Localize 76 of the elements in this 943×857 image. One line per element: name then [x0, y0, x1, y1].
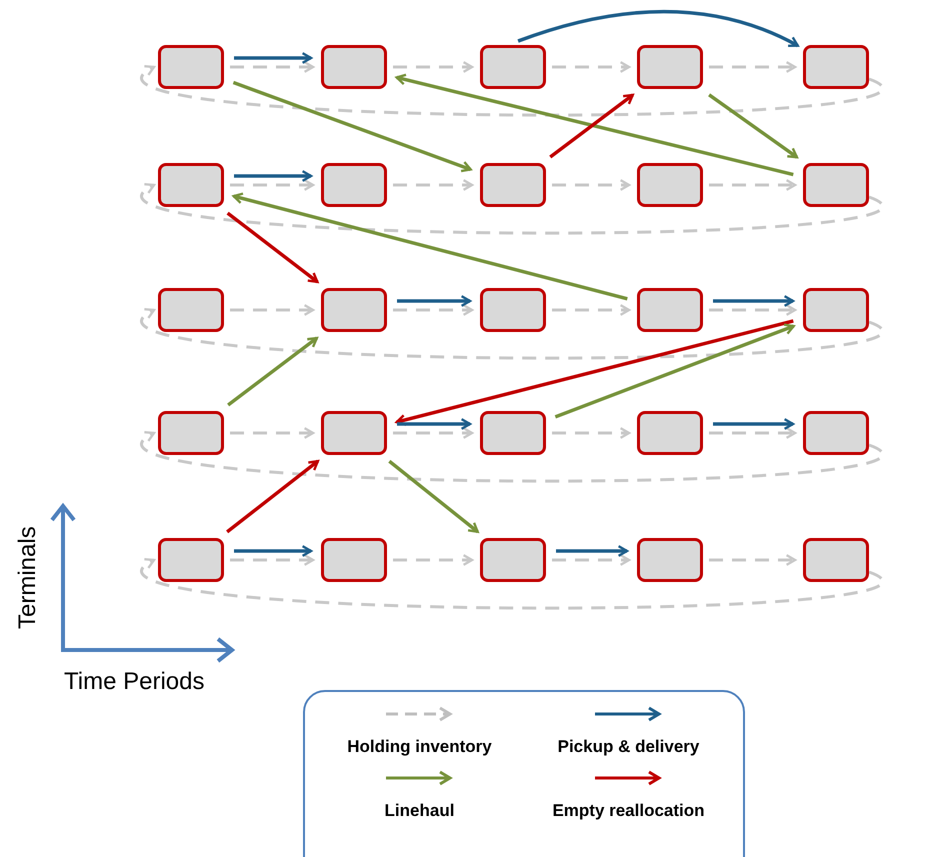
- arrow: [234, 170, 312, 182]
- node-box: [803, 288, 869, 332]
- node-box: [480, 45, 546, 89]
- arrow: [397, 295, 472, 307]
- node-box: [480, 538, 546, 582]
- node-box: [158, 45, 224, 89]
- node-box: [480, 288, 546, 332]
- arrow: [232, 192, 628, 301]
- dashed-arrow: [230, 427, 314, 439]
- node-box: [637, 163, 703, 207]
- dashed-loop-arrow: [142, 184, 882, 234]
- arrow: [554, 323, 795, 419]
- node-box: [158, 288, 224, 332]
- axis-label: Time Periods: [64, 670, 204, 694]
- legend-label: Holding inventory: [347, 736, 492, 758]
- arrow: [396, 319, 794, 426]
- node-box: [803, 411, 869, 455]
- dashed-arrow: [709, 427, 796, 439]
- node-box: [321, 45, 387, 89]
- dashed-arrow: [552, 61, 630, 73]
- node-box: [321, 163, 387, 207]
- legend-label: Empty reallocation: [552, 800, 705, 822]
- node-box: [480, 411, 546, 455]
- arrow: [549, 94, 634, 158]
- arrow: [226, 212, 319, 284]
- dashed-loop-arrow: [142, 66, 882, 116]
- node-box: [637, 411, 703, 455]
- node-box: [321, 411, 387, 455]
- dashed-arrow: [230, 61, 314, 73]
- arrow: [388, 460, 479, 534]
- arrow: [396, 74, 794, 176]
- legend-label: Pickup & delivery: [558, 736, 700, 758]
- dashed-arrow: [552, 179, 630, 191]
- node-box: [803, 45, 869, 89]
- arrow: [226, 460, 320, 534]
- node-box: [637, 288, 703, 332]
- node-box: [803, 163, 869, 207]
- dashed-arrow: [709, 179, 796, 191]
- dashed-arrow: [709, 61, 796, 73]
- arrow: [234, 52, 312, 64]
- dashed-loop-arrow: [142, 308, 882, 360]
- legend-label: Linehaul: [384, 800, 454, 822]
- arrow: [227, 336, 318, 406]
- node-box: [321, 538, 387, 582]
- dashed-arrow: [552, 554, 630, 566]
- dashed-arrow: [230, 554, 314, 566]
- dashed-arrow: [552, 427, 630, 439]
- arrow: [518, 10, 799, 48]
- dashed-arrow: [393, 304, 474, 316]
- arrow: [232, 80, 472, 172]
- node-box: [637, 538, 703, 582]
- arrow: [713, 418, 794, 430]
- dashed-arrow: [709, 554, 796, 566]
- node-box: [321, 288, 387, 332]
- dashed-arrow: [709, 304, 796, 316]
- node-box: [637, 45, 703, 89]
- dashed-arrow: [552, 304, 630, 316]
- arrow: [556, 545, 628, 557]
- dashed-arrow: [230, 304, 314, 316]
- dashed-arrow: [393, 427, 474, 439]
- arrow: [713, 295, 794, 307]
- arrow: [397, 418, 472, 430]
- dashed-arrow: [393, 179, 474, 191]
- axis-label: Terminals: [16, 529, 40, 629]
- arrow: [708, 93, 798, 159]
- dashed-arrow: [230, 179, 314, 191]
- dashed-loop-arrow: [142, 432, 882, 482]
- dashed-arrow: [393, 554, 474, 566]
- dashed-loop-arrow: [142, 558, 882, 610]
- node-box: [480, 163, 546, 207]
- node-box: [158, 538, 224, 582]
- dashed-arrow: [393, 61, 474, 73]
- node-box: [158, 411, 224, 455]
- node-box: [158, 163, 224, 207]
- node-box: [803, 538, 869, 582]
- arrow: [234, 545, 312, 557]
